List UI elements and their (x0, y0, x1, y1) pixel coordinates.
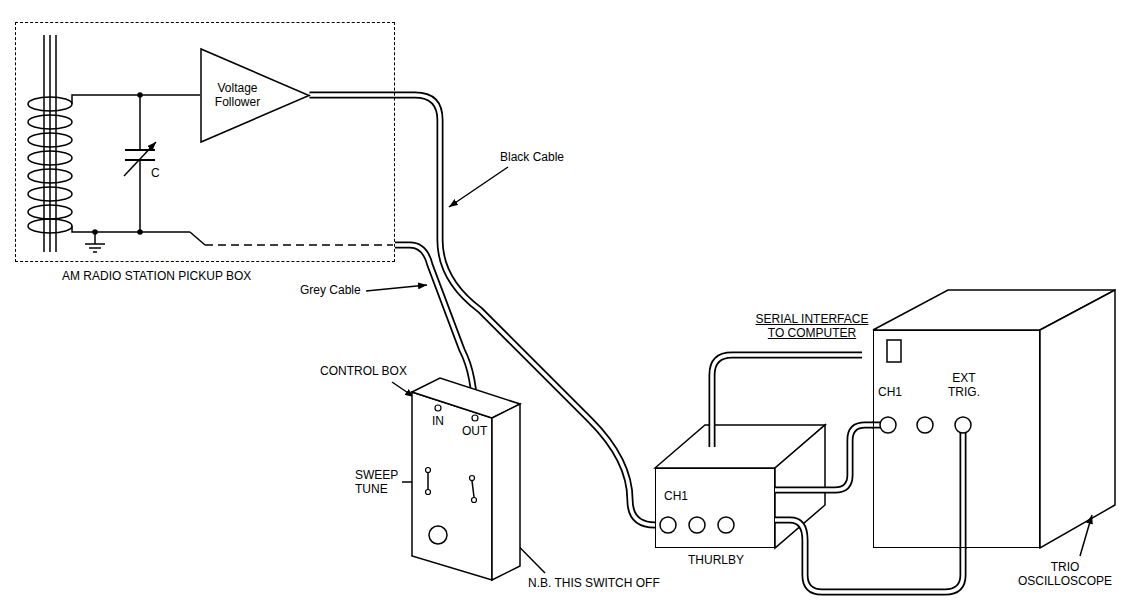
oscilloscope-jacks (880, 417, 971, 433)
coil-winding (28, 133, 72, 147)
note-callout: N.B. THIS SWITCH OFF (528, 576, 660, 590)
front-panel (412, 392, 492, 580)
serial-cable (712, 355, 862, 447)
leader-arrows (1080, 515, 1092, 556)
leader-arrows (449, 167, 508, 207)
jack-socket (472, 415, 478, 421)
channel-label: CH1 (664, 489, 688, 503)
cable-stub (961, 432, 965, 549)
cable-sheath (775, 520, 963, 592)
signal-wire (72, 95, 200, 104)
coil-winding (28, 205, 72, 219)
thurlby-body (689, 517, 705, 533)
control-knob (429, 526, 447, 544)
oscilloscope-front: CH1 EXT TRIG. (873, 330, 1040, 548)
voltage-follower: Voltage Follower (200, 48, 310, 143)
coil-winding (28, 219, 72, 233)
capacitor-symbol (138, 93, 142, 97)
oscilloscope-body (1040, 290, 1115, 548)
toggle-switch (472, 481, 474, 497)
toggle-switch (472, 498, 477, 503)
jack-label: OUT (462, 424, 487, 438)
cable-core (775, 520, 963, 592)
amplifier-label: Voltage Follower (208, 81, 268, 109)
cable-stub (960, 432, 967, 549)
capacitor-symbol (139, 95, 141, 150)
jack-socket (435, 405, 441, 411)
tuning-link-dashed (205, 244, 393, 246)
coil-winding (28, 169, 72, 183)
capacitor-symbol (139, 160, 141, 232)
coil-winding (28, 151, 72, 165)
toggle-switch (426, 468, 431, 473)
cable (775, 425, 873, 490)
oscilloscope-body (887, 340, 901, 362)
box-heading: AM RADIO STATION PICKUP BOX (62, 269, 251, 283)
thurlby-unit: CH1THURLBY (655, 468, 775, 548)
oscilloscope-jacks (955, 417, 971, 433)
pickup-circuit (28, 35, 393, 252)
thurlby-body (660, 517, 676, 533)
ground-symbol (85, 243, 105, 245)
cable-callout: Grey Cable (300, 283, 361, 297)
capacitor-symbol (124, 93, 156, 234)
coil-winding (28, 97, 72, 111)
toggle-switch (470, 476, 475, 481)
ground-bus (72, 226, 190, 232)
ground-symbol (85, 230, 105, 252)
capacitor-label: C (151, 166, 160, 180)
side-face (492, 404, 520, 580)
leader-arrows (366, 285, 427, 291)
serial-cable (712, 355, 862, 447)
cable-core (775, 425, 873, 490)
ground-symbol (89, 247, 101, 249)
coil-winding (28, 97, 72, 233)
pickup-box: AM RADIO STATION PICKUP BOXVoltage Follo… (15, 22, 395, 262)
coil-winding (28, 187, 72, 201)
gang-link (190, 232, 205, 245)
capacitor-symbol (138, 230, 142, 234)
oscilloscope-jacks (917, 417, 933, 433)
switch-callout: SWEEP TUNE (355, 468, 405, 496)
leader-arrows (392, 382, 414, 397)
cable-sheath (775, 425, 873, 490)
control-box: IN OUT (412, 378, 520, 580)
oscilloscope-body (873, 290, 1115, 548)
cable (775, 520, 963, 592)
toggle-switch (426, 490, 431, 495)
amplifier-triangle (201, 49, 309, 142)
coil-winding (28, 115, 72, 129)
ground-symbol (93, 251, 97, 253)
toggle-switch (427, 473, 429, 489)
cable-callout: Black Cable (500, 150, 564, 164)
instrument-name: THURLBY (656, 553, 776, 567)
capacitor-symbol (125, 149, 155, 151)
thurlby-body (718, 517, 734, 533)
serial-cable (712, 355, 862, 447)
trigger-label: EXT TRIG. (944, 371, 984, 399)
jack-label: IN (432, 414, 444, 428)
part-callout: TRIO OSCILLOSCOPE (1010, 560, 1120, 588)
channel-label: CH1 (878, 385, 902, 399)
oscilloscope-jacks (880, 417, 896, 433)
part-callout: CONTROL BOX (320, 364, 407, 378)
cable-stub (872, 425, 963, 549)
ground-symbol (93, 230, 97, 234)
control-box-outline (412, 378, 520, 580)
interface-note: SERIAL INTERFACE TO COMPUTER (752, 312, 872, 340)
